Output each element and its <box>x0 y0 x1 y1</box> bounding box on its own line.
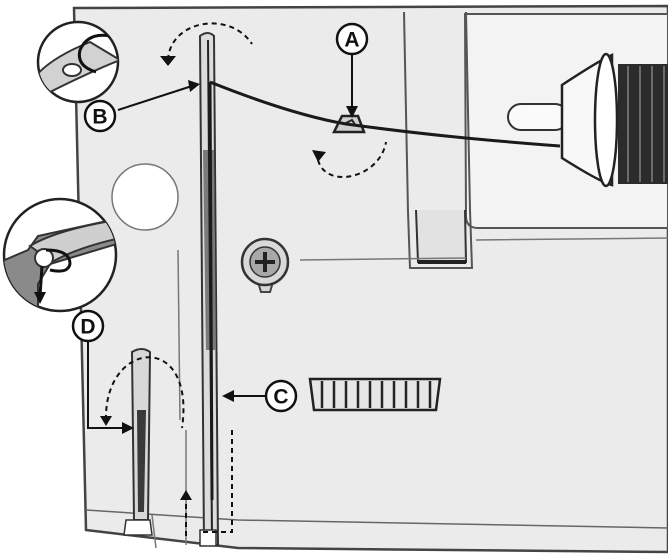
arrowheads <box>100 56 326 500</box>
label-a: A <box>335 22 369 56</box>
label-b: B <box>83 99 117 133</box>
svg-text:B: B <box>92 106 107 129</box>
callout-d-magnifier <box>2 197 118 313</box>
motion-arrows <box>104 22 387 536</box>
leader-arrowheads <box>122 80 358 434</box>
label-d: D <box>71 309 105 343</box>
lever-slot-right <box>403 11 474 269</box>
svg-text:D: D <box>80 316 95 339</box>
label-c: C <box>264 379 298 413</box>
stitch-dial <box>308 377 442 412</box>
spool-pin <box>507 103 569 131</box>
thread-spool <box>618 64 668 184</box>
thread-path <box>208 80 561 501</box>
callout-b-magnifier <box>36 20 120 104</box>
lever-slot-bottom <box>415 209 468 263</box>
leader-b <box>117 85 193 111</box>
cover-cap <box>111 163 179 231</box>
spool-assembly <box>507 52 668 188</box>
spool-cap-rim <box>593 52 619 188</box>
tension-dial <box>240 237 290 293</box>
svg-text:C: C <box>273 386 288 409</box>
panel-seam <box>299 237 668 261</box>
label-leaders <box>87 52 353 429</box>
needle-bar-area <box>123 348 153 536</box>
leader-d <box>87 338 124 429</box>
svg-text:A: A <box>344 29 359 52</box>
